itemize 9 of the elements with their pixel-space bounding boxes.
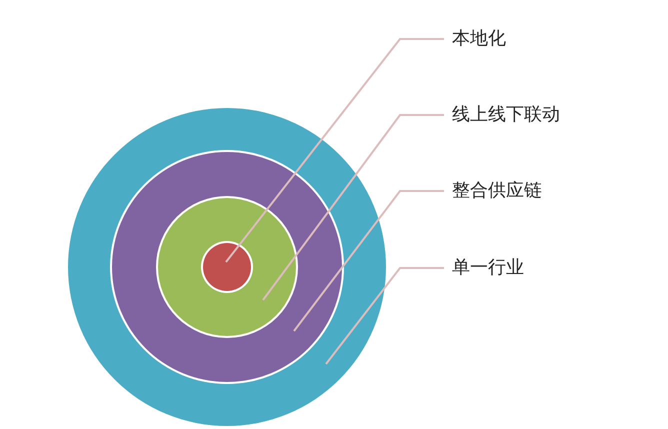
- ring-circle: [203, 243, 251, 291]
- leader-line: [293, 190, 444, 332]
- leader-line: [325, 267, 444, 365]
- ring-label: 单一行业: [452, 256, 524, 280]
- leader-line: [225, 38, 444, 263]
- ring-label: 本地化: [452, 27, 506, 51]
- leader-line: [262, 114, 444, 301]
- ring-label: 整合供应链: [452, 179, 542, 203]
- ring-label: 线上线下联动: [452, 103, 560, 127]
